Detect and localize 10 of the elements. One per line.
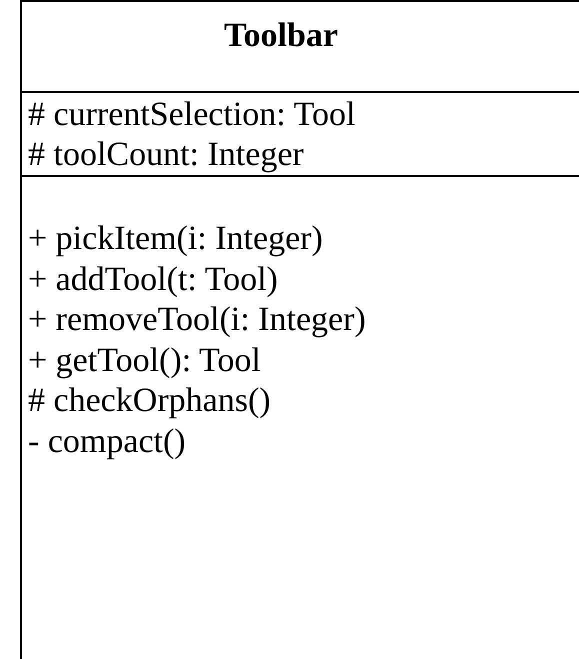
operation-text: + pickItem(i: Integer) — [28, 219, 323, 259]
attribute-text: # currentSelection: Tool — [28, 95, 356, 135]
class-box — [20, 0, 579, 659]
operation-text: # checkOrphans() — [28, 381, 271, 421]
operation-text: + removeTool(i: Integer) — [28, 300, 366, 340]
operation-text: + addTool(t: Tool) — [28, 260, 278, 300]
class-name: Toolbar — [222, 16, 339, 56]
operation-text: - compact() — [28, 422, 186, 462]
operation-text: + getTool(): Tool — [28, 340, 261, 380]
attribute-text: # toolCount: Integer — [28, 135, 304, 175]
